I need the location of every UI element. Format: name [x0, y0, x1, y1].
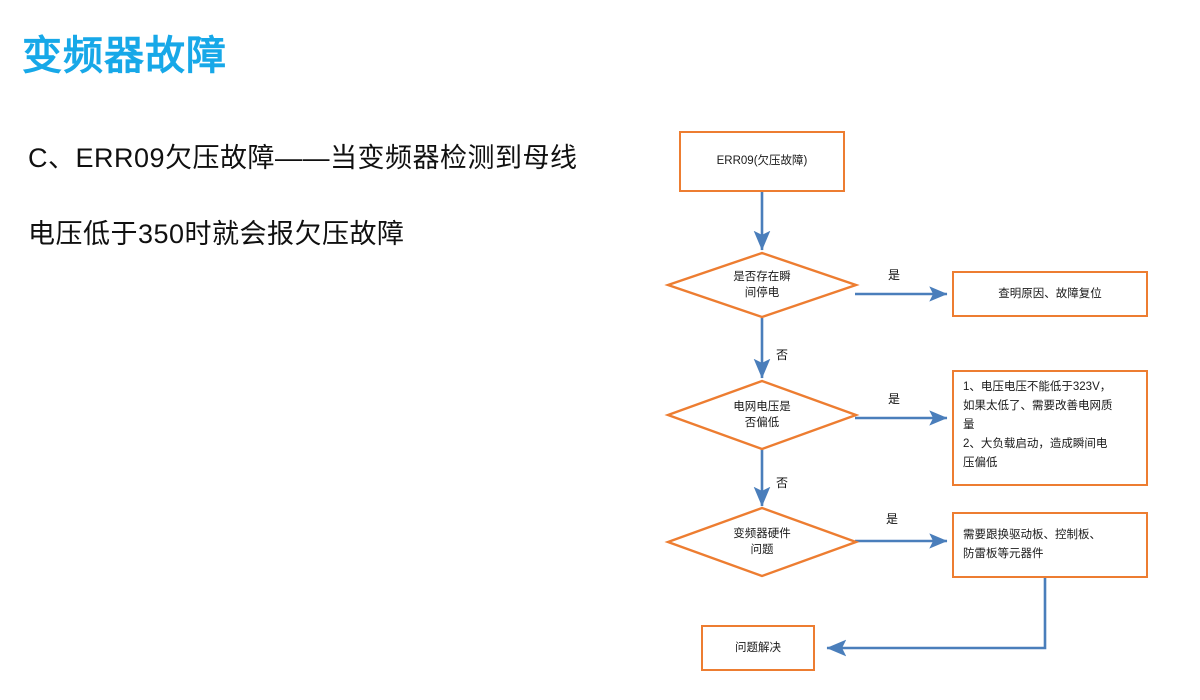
- flow-node-result-replace-boards-label: 需要跟换驱动板、控制板、 防雷板等元器件: [963, 529, 1101, 560]
- edge-label-d1-no: 否: [776, 348, 789, 362]
- edge-label-d2-no: 否: [776, 476, 789, 490]
- edge-label-d1-yes: 是: [888, 268, 901, 282]
- flow-node-start[interactable]: ERR09(欠压故障): [679, 131, 845, 192]
- flow-node-result-voltage-notes-label: 1、电压电压不能低于323V， 如果太低了、需要改善电网质 量 2、大负载启动，…: [963, 381, 1113, 469]
- body-text-line-2: 电压低于350时就会报欠压故障: [28, 219, 405, 249]
- edge-label-d3-yes: 是: [886, 512, 899, 526]
- flow-node-end[interactable]: 问题解决: [701, 625, 815, 671]
- page-title: 变频器故障: [22, 34, 227, 78]
- flow-node-result-replace-boards[interactable]: 需要跟换驱动板、控制板、 防雷板等元器件: [952, 512, 1148, 578]
- flow-node-result-voltage-notes[interactable]: 1、电压电压不能低于323V， 如果太低了、需要改善电网质 量 2、大负载启动，…: [952, 370, 1148, 486]
- edge-label-d2-yes: 是: [888, 392, 901, 406]
- flow-decision-hardware-issue[interactable]: 变频器硬件 问题: [664, 506, 860, 578]
- flow-node-result-find-cause-reset-label: 查明原因、故障复位: [998, 287, 1102, 300]
- flow-decision-instant-power-loss[interactable]: 是否存在瞬 间停电: [664, 251, 860, 319]
- flow-node-result-find-cause-reset[interactable]: 查明原因、故障复位: [952, 271, 1148, 317]
- flow-node-end-label: 问题解决: [735, 641, 781, 654]
- flow-node-start-label: ERR09(欠压故障): [716, 155, 808, 167]
- body-text-line-1: C、ERR09欠压故障——当变频器检测到母线: [28, 143, 578, 173]
- flow-decision-grid-voltage-low[interactable]: 电网电压是 否偏低: [664, 379, 860, 451]
